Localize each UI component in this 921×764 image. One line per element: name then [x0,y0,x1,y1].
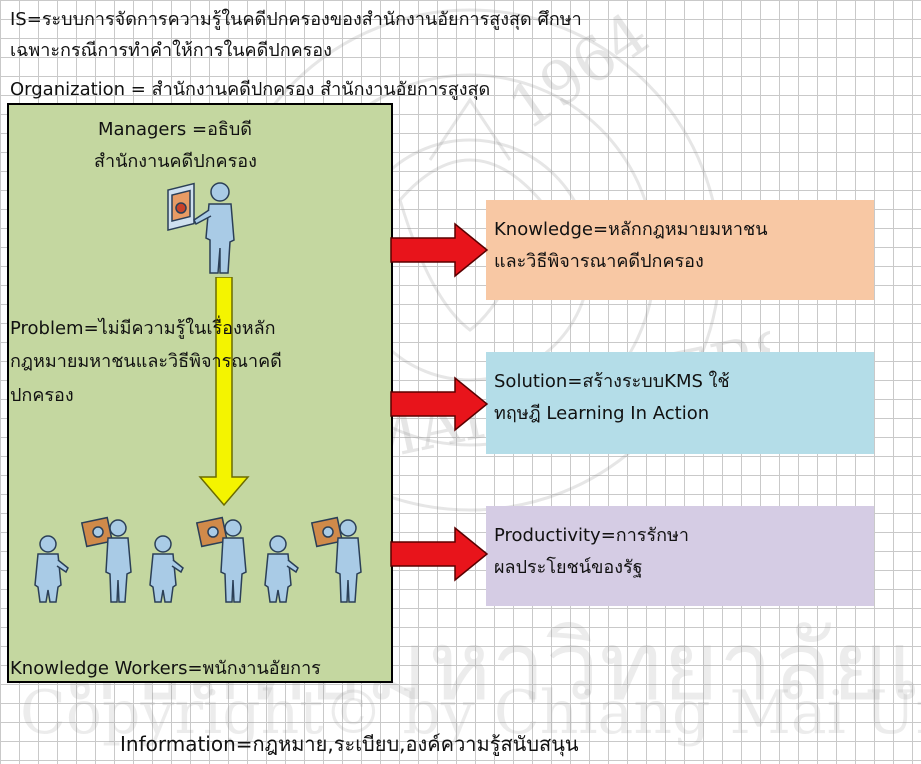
managers-label-line1: Managers =อธิบดี [98,119,252,140]
solution-line1: Solution=สร้างระบบKMS ใช้ [494,371,730,392]
header-organization-line: Organization = สำนักงานคดีปกครอง สำนักงา… [10,79,491,100]
manager-presenter-icon [167,182,235,274]
watermark-copyright: Copyright© by Chiang Mai University [20,678,921,748]
knowledge-line2: และวิธีพิจารณาคดีปกครอง [494,251,704,272]
red-arrow-solution [390,376,489,432]
managers-label-line2: สำนักงานคดีปกครอง [94,151,257,172]
red-arrow-knowledge [390,222,489,278]
header-study-line: เฉพาะกรณีการทำคำให้การในคดีปกครอง [10,40,332,61]
diagram-header: IS=ระบบการจัดการความรู้ในคดีปกครองของสำน… [0,0,921,100]
knowledge-line1: Knowledge=หลักกฎหมายมหาชน [494,219,768,240]
problem-line2: กฎหมายมหาชนและวิธีพิจารณาคดี [10,351,282,372]
solution-box: Solution=สร้างระบบKMS ใช้ ทฤษฎี Learning… [486,352,874,454]
productivity-line1: Productivity=การรักษา [494,525,690,546]
productivity-line2: ผลประโยชน์ของรัฐ [494,557,643,578]
problem-line3: ปกครอง [10,385,74,406]
header-is-line: IS=ระบบการจัดการความรู้ในคดีปกครองของสำน… [10,9,582,30]
problem-line1: Problem=ไม่มีความรู้ในเรื่องหลัก [10,318,276,339]
knowledge-workers-label: Knowledge Workers=พนักงานอัยการ [10,658,321,679]
information-label: Information=กฎหมาย,ระเบียบ,องค์ความรู้สน… [120,732,579,756]
yellow-down-arrow [198,277,250,507]
knowledge-workers-group-icon [34,516,362,603]
productivity-box: Productivity=การรักษา ผลประโยชน์ของรัฐ [486,506,874,606]
knowledge-box: Knowledge=หลักกฎหมายมหาชน และวิธีพิจารณา… [486,200,874,300]
solution-line2: ทฤษฎี Learning In Action [494,403,710,424]
red-arrow-productivity [390,526,489,582]
